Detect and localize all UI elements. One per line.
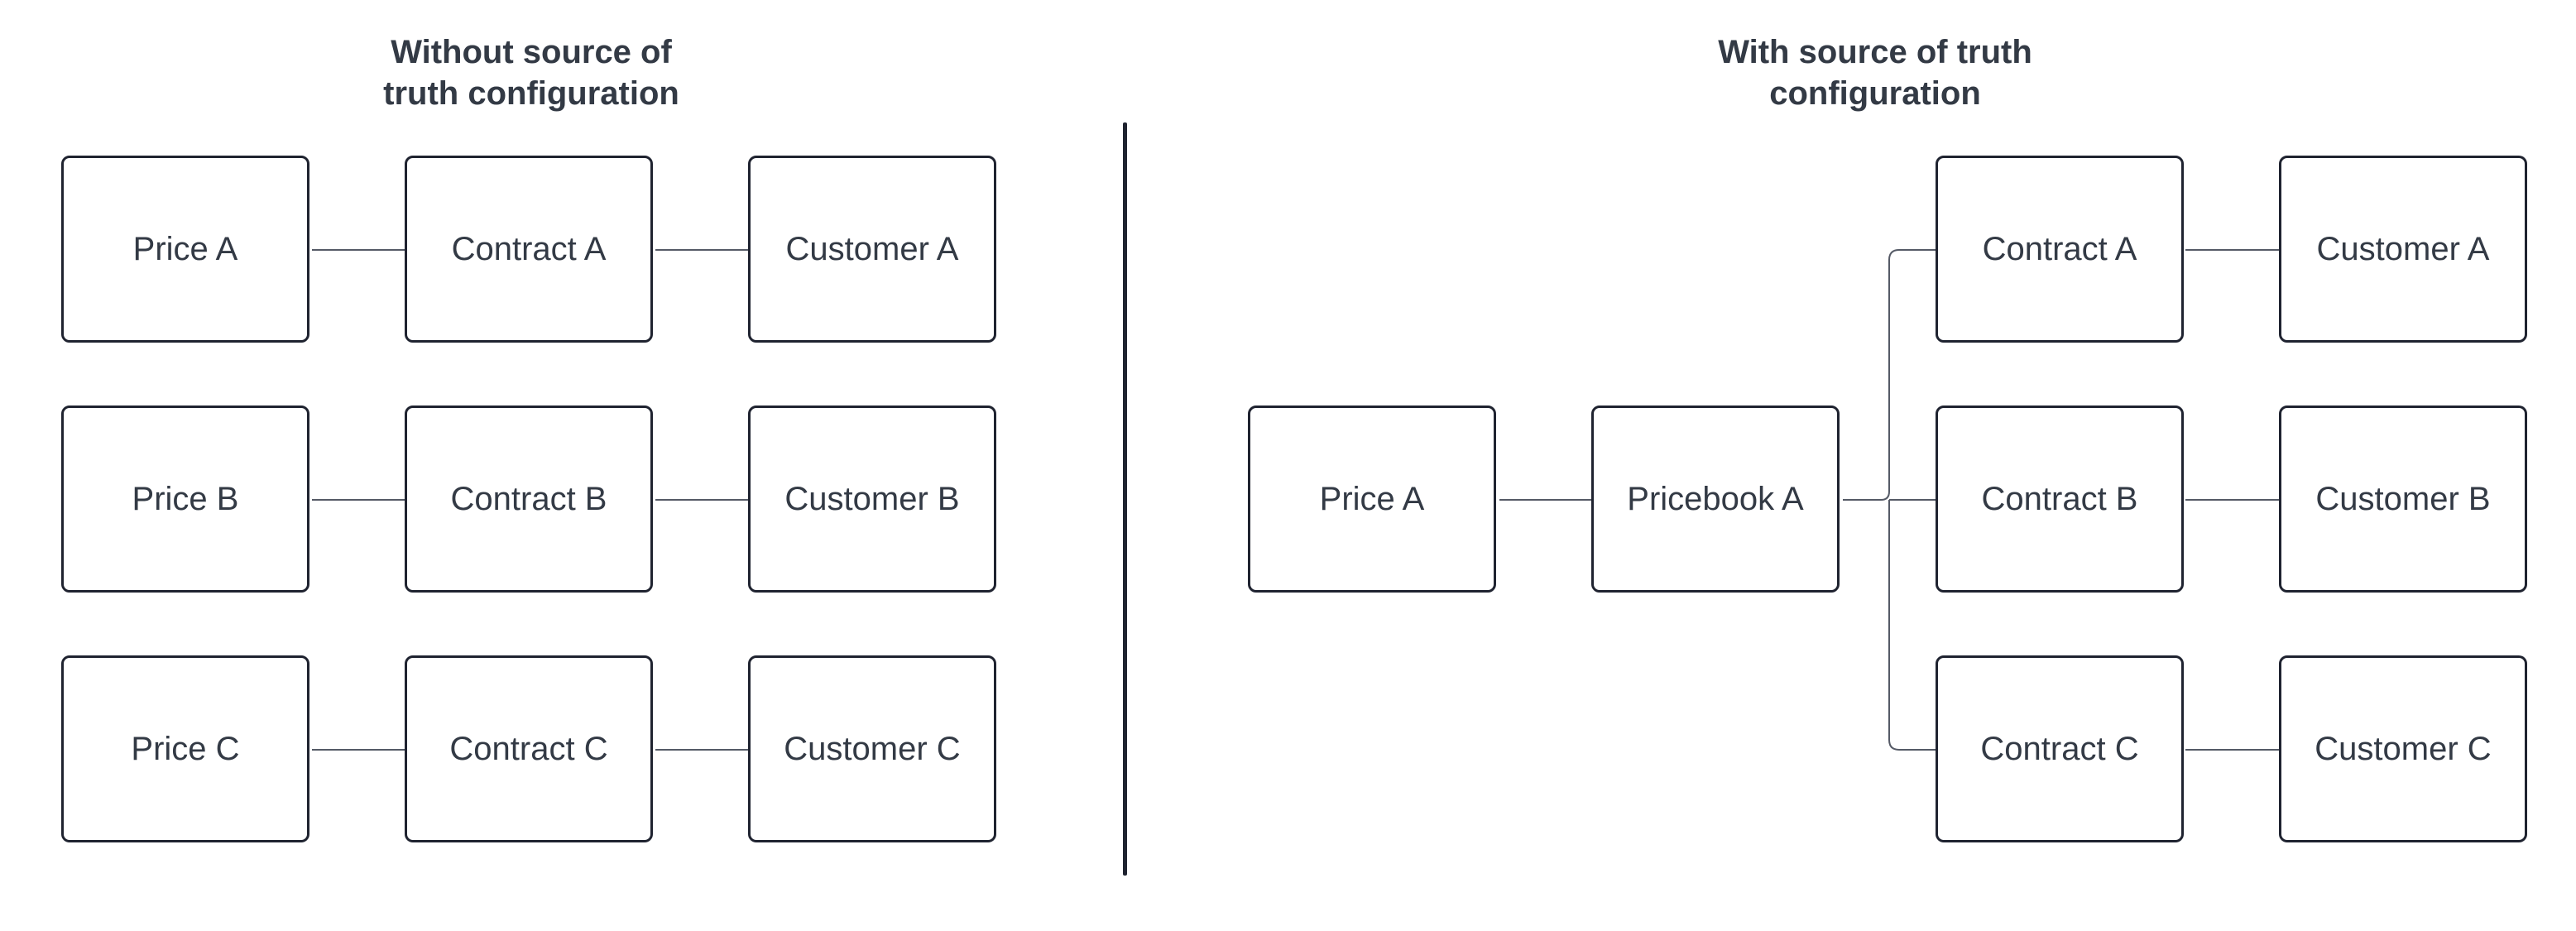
left-customer-b-box: Customer B	[748, 406, 996, 593]
right-customer-a-box: Customer A	[2279, 156, 2527, 343]
right-contract-a-box: Contract A	[1936, 156, 2184, 343]
left-customer-a-box: Customer A	[748, 156, 996, 343]
left-customer-c-box: Customer C	[748, 655, 996, 842]
left-contract-c-box: Contract C	[405, 655, 653, 842]
left-contract-b-box: Contract B	[405, 406, 653, 593]
right-customer-b-box: Customer B	[2279, 406, 2527, 593]
left-price-c-box: Price C	[61, 655, 309, 842]
right-contract-b-box: Contract B	[1936, 406, 2184, 593]
left-price-a-box: Price A	[61, 156, 309, 343]
left-panel-title: Without source of truth configuration	[383, 34, 679, 112]
right-panel-title: With source of truth configuration	[1718, 34, 2032, 112]
right-customer-c-box: Customer C	[2279, 655, 2527, 842]
left-contract-a-box: Contract A	[405, 156, 653, 343]
left-price-b-box: Price B	[61, 406, 309, 593]
panel-divider	[1123, 122, 1127, 876]
right-price-a-box: Price A	[1248, 406, 1496, 593]
right-contract-c-box: Contract C	[1936, 655, 2184, 842]
right-pricebook-a-box: Pricebook A	[1591, 406, 1840, 593]
connector-pricebook-contracts-bracket	[1843, 249, 1937, 751]
